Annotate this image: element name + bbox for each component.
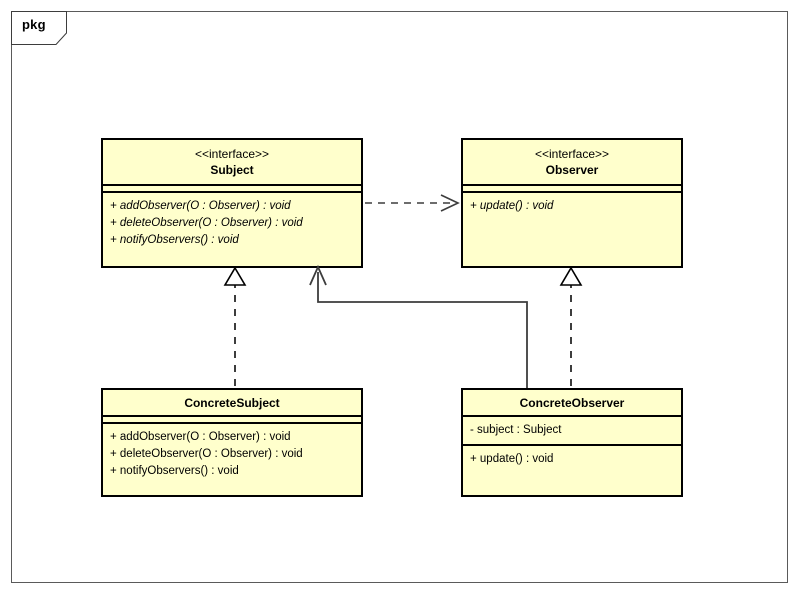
method-item: + notifyObservers() : void <box>110 465 239 477</box>
class-box-concrete-subject[interactable]: ConcreteSubject + addObserver(O : Observ… <box>101 388 363 497</box>
class-methods-subject: + addObserver(O : Observer) : void + del… <box>103 191 361 255</box>
class-attributes-subject <box>103 184 361 191</box>
package-frame <box>11 11 788 583</box>
method-item: + deleteObserver(O : Observer) : void <box>110 448 303 460</box>
attribute-item: - subject : Subject <box>470 424 562 436</box>
class-header-concrete-subject: ConcreteSubject <box>103 390 361 415</box>
class-attributes-concrete-subject <box>103 415 361 422</box>
method-item: + addObserver(O : Observer) : void <box>110 200 291 212</box>
class-methods-concrete-observer: + update() : void <box>463 444 681 474</box>
class-header-subject: <<interface>> Subject <box>103 140 361 184</box>
method-item: + addObserver(O : Observer) : void <box>110 431 291 443</box>
class-box-concrete-observer[interactable]: ConcreteObserver - subject : Subject + u… <box>461 388 683 497</box>
class-name-label: ConcreteObserver <box>519 396 625 410</box>
class-methods-concrete-subject: + addObserver(O : Observer) : void + del… <box>103 422 361 486</box>
class-name-label: Subject <box>210 163 254 177</box>
class-methods-observer: + update() : void <box>463 191 681 221</box>
class-box-observer[interactable]: <<interface>> Observer + update() : void <box>461 138 683 268</box>
stereotype-label: <<interface>> <box>194 147 270 161</box>
method-item: + update() : void <box>470 453 554 465</box>
class-name-label: ConcreteSubject <box>184 396 280 410</box>
class-header-observer: <<interface>> Observer <box>463 140 681 184</box>
class-header-concrete-observer: ConcreteObserver <box>463 390 681 415</box>
method-item: + update() : void <box>470 200 554 212</box>
class-attributes-observer <box>463 184 681 191</box>
class-box-subject[interactable]: <<interface>> Subject + addObserver(O : … <box>101 138 363 268</box>
class-attributes-concrete-observer: - subject : Subject <box>463 415 681 444</box>
method-item: + notifyObservers() : void <box>110 234 239 246</box>
stereotype-label: <<interface>> <box>534 147 610 161</box>
class-name-label: Observer <box>545 163 599 177</box>
method-item: + deleteObserver(O : Observer) : void <box>110 217 303 229</box>
package-label: pkg <box>22 17 46 32</box>
package-tab <box>11 11 67 45</box>
